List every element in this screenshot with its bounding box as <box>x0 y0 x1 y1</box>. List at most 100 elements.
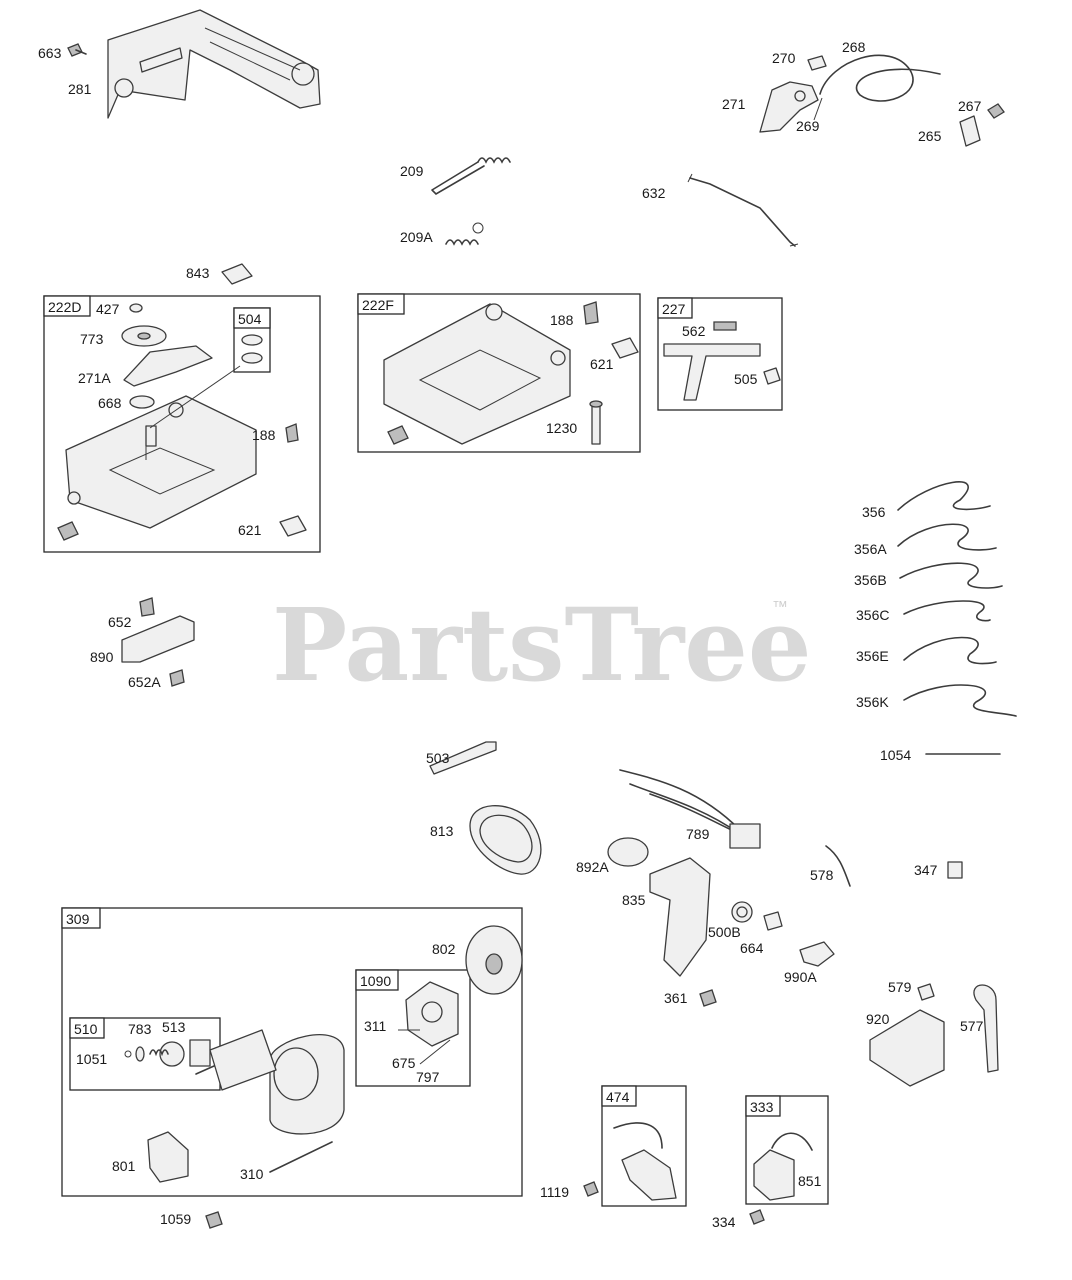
box-label-222D: 222D <box>48 299 81 315</box>
part-356B-wire[interactable] <box>899 562 1003 589</box>
callout-920: 920 <box>866 1011 890 1027</box>
part-347-connector[interactable] <box>947 861 963 879</box>
part-578-wire[interactable] <box>825 845 851 887</box>
part-892A-switch[interactable] <box>607 837 649 867</box>
part-1051-clip[interactable] <box>124 1046 145 1062</box>
part-789-harness[interactable] <box>619 769 761 849</box>
part-310-bolt[interactable] <box>269 1141 333 1173</box>
callout-500B: 500B <box>708 924 741 940</box>
box-label-227: 227 <box>662 301 686 317</box>
part-579-nut[interactable] <box>917 983 935 1001</box>
part-663-screw[interactable] <box>67 43 87 57</box>
part-990A-keys[interactable] <box>799 941 835 967</box>
part-1059-screw[interactable] <box>205 1211 223 1229</box>
part-356C-wire[interactable] <box>903 600 991 622</box>
box-333: 333 <box>745 1095 829 1205</box>
callout-1054: 1054 <box>880 747 911 763</box>
box-label-504: 504 <box>238 311 262 327</box>
callout-356: 356 <box>862 504 886 520</box>
part-577-boot[interactable] <box>973 984 999 1073</box>
callout-802: 802 <box>432 941 456 957</box>
part-333-armature[interactable] <box>753 1132 813 1201</box>
callout-621-a: 621 <box>238 522 262 538</box>
part-652A-bolt[interactable] <box>169 669 185 687</box>
part-270-nut[interactable] <box>807 55 827 71</box>
part-armature[interactable] <box>195 1029 277 1091</box>
part-427-nut[interactable] <box>129 303 143 313</box>
part-474-module[interactable] <box>613 1122 677 1201</box>
callout-652: 652 <box>108 614 132 630</box>
part-188-bolt-a[interactable] <box>285 423 299 443</box>
part-356A-wire[interactable] <box>897 523 997 551</box>
part-188-bolt-b[interactable] <box>583 301 599 325</box>
part-271A-lever[interactable] <box>123 345 213 387</box>
box-label-309: 309 <box>66 911 90 927</box>
part-773-plate[interactable] <box>121 325 167 347</box>
part-621-clip-a[interactable] <box>279 515 307 537</box>
part-281-bracket[interactable] <box>107 9 321 119</box>
callout-268: 268 <box>842 39 866 55</box>
part-668-washer[interactable] <box>129 395 155 409</box>
part-356K-wire[interactable] <box>903 684 1017 717</box>
part-209-spring[interactable] <box>431 157 511 196</box>
part-500B-washer[interactable] <box>731 901 753 923</box>
part-265-clip[interactable] <box>959 115 981 147</box>
part-505-nut[interactable] <box>763 367 781 385</box>
part-1119-screw[interactable] <box>583 1181 599 1197</box>
callout-1051: 1051 <box>76 1051 107 1067</box>
part-334-screw[interactable] <box>749 1209 765 1225</box>
part-920-coil[interactable] <box>869 1009 945 1087</box>
part-632-spring[interactable] <box>687 173 799 247</box>
part-1090-brush-holder[interactable] <box>405 981 459 1047</box>
part-621-clip-b[interactable] <box>611 337 639 359</box>
callout-579: 579 <box>888 979 912 995</box>
watermark-brand: PartsTree <box>272 586 812 704</box>
callout-505: 505 <box>734 371 758 387</box>
part-222F-panel[interactable] <box>383 303 571 445</box>
box-label-510: 510 <box>74 1021 98 1037</box>
part-267-screw[interactable] <box>987 103 1005 119</box>
part-361-bolt[interactable] <box>699 989 717 1007</box>
callout-797: 797 <box>416 1069 440 1085</box>
part-652-bolt[interactable] <box>139 597 155 617</box>
part-271-bracket[interactable] <box>759 81 819 133</box>
part-802-plate[interactable] <box>465 925 523 995</box>
callout-513: 513 <box>162 1019 186 1035</box>
part-222D-bolt[interactable] <box>57 521 79 541</box>
part-835-bracket[interactable] <box>649 857 711 977</box>
callout-783: 783 <box>128 1021 152 1037</box>
callout-356K: 356K <box>856 694 889 710</box>
box-474: 474 <box>601 1085 687 1207</box>
callout-271: 271 <box>722 96 746 112</box>
callout-347: 347 <box>914 862 938 878</box>
box-222F: 222F <box>357 293 641 453</box>
callout-356A: 356A <box>854 541 887 557</box>
part-890-bracket[interactable] <box>121 615 195 663</box>
part-209A-spring[interactable] <box>445 222 484 246</box>
part-268-cable[interactable] <box>819 54 941 102</box>
part-664-nut[interactable] <box>763 911 783 931</box>
part-356E-wire[interactable] <box>903 636 997 665</box>
callout-835: 835 <box>622 892 646 908</box>
part-503-strip[interactable] <box>429 741 497 775</box>
callout-577: 577 <box>960 1018 984 1034</box>
part-513-gear[interactable] <box>159 1039 211 1067</box>
part-227-bracket[interactable] <box>663 343 761 401</box>
callout-1119: 1119 <box>540 1184 569 1200</box>
callout-562: 562 <box>682 323 706 339</box>
part-starter-housing[interactable] <box>269 1034 345 1135</box>
part-562-bolt[interactable] <box>713 321 737 331</box>
part-843-clip[interactable] <box>221 263 253 285</box>
part-222F-bolt[interactable] <box>387 425 409 445</box>
callout-361: 361 <box>664 990 688 1006</box>
part-783-spring[interactable] <box>149 1049 169 1057</box>
part-1230-stud[interactable] <box>589 400 603 445</box>
callout-773: 773 <box>80 331 104 347</box>
callout-281: 281 <box>68 81 92 97</box>
part-801-end-cap[interactable] <box>147 1131 189 1183</box>
part-356-wire[interactable] <box>897 481 991 511</box>
part-813-band[interactable] <box>469 805 542 875</box>
callout-892A: 892A <box>576 859 609 875</box>
part-222D-panel[interactable] <box>65 365 257 529</box>
